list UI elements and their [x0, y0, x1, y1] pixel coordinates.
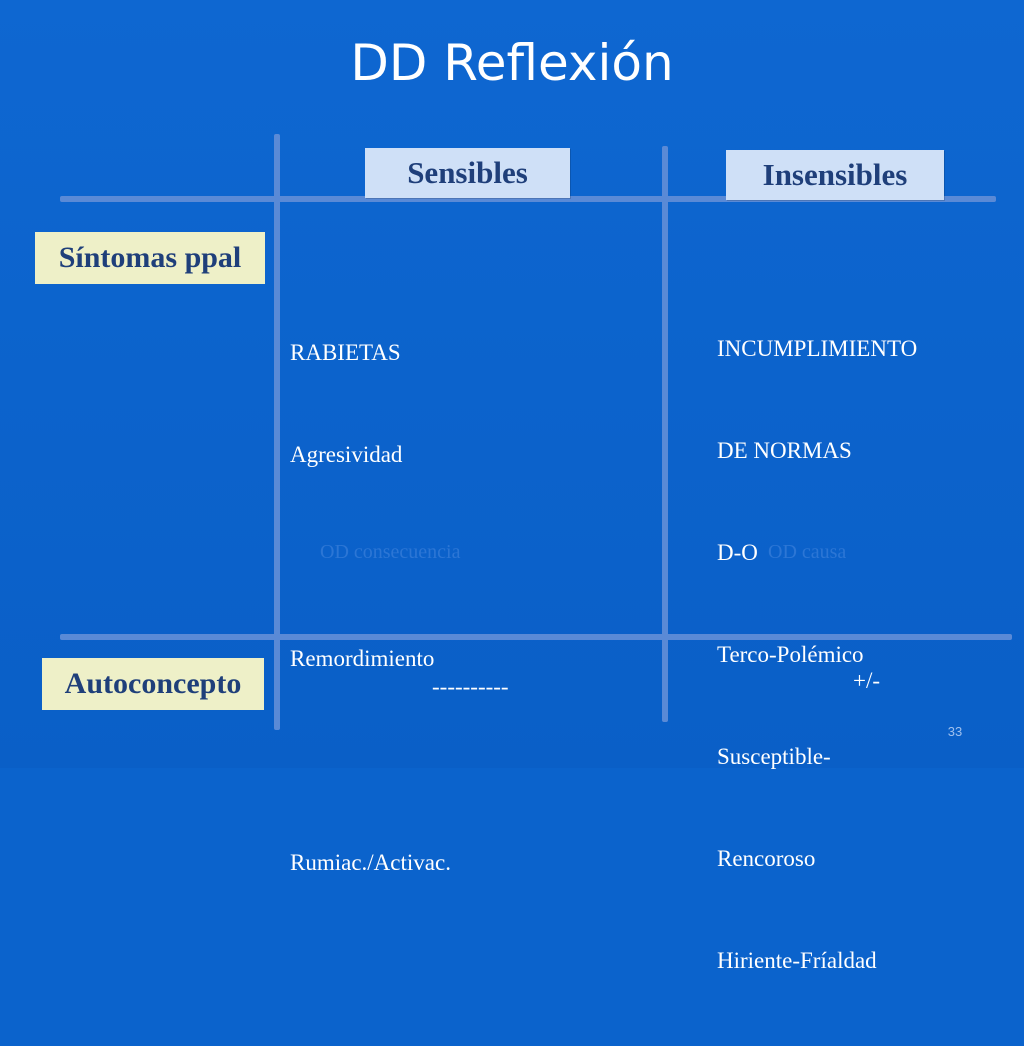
page-number: 33 [947, 724, 963, 739]
note-od-causa: OD causa [768, 541, 847, 563]
grid-vertical-left [274, 134, 280, 730]
autoconcepto-insensibles-value: +/- [853, 668, 881, 693]
row-label-autoconcepto: Autoconcepto [42, 658, 264, 710]
note-od-consecuencia: OD consecuencia [320, 541, 461, 563]
list-item: RABIETAS [290, 340, 401, 365]
list-item: INCUMPLIMIENTO [717, 336, 918, 361]
sintomas-insensibles-list: INCUMPLIMIENTO DE NORMAS D-O Terco-Polém… [717, 264, 917, 1046]
list-item [290, 744, 451, 778]
list-item: Hiriente-Fríaldad [717, 948, 877, 973]
list-item: DE NORMAS [717, 438, 852, 463]
slide-title: DD Reflexión [350, 34, 674, 92]
grid-vertical-middle [662, 146, 668, 722]
list-item: Susceptible- [717, 744, 831, 769]
list-item: Remordimiento [290, 646, 435, 671]
sintomas-sensibles-list: RABIETAS Agresividad Remordimiento Rumia… [290, 268, 451, 948]
slide: DD Reflexión Sensibles Insensibles Sínto… [0, 0, 1024, 973]
list-item: D-O [717, 540, 758, 565]
list-item: Terco-Polémico [717, 642, 864, 667]
column-header-sensibles: Sensibles [365, 148, 570, 198]
autoconcepto-sensibles-value: ---------- [432, 674, 509, 699]
list-item: Rencoroso [717, 846, 816, 871]
list-item: Agresividad [290, 442, 403, 467]
row-label-sintomas: Síntomas ppal [35, 232, 265, 284]
column-header-insensibles: Insensibles [726, 150, 944, 200]
list-item: Rumiac./Activac. [290, 850, 451, 875]
grid-horizontal-bottom [60, 634, 1012, 640]
grid-horizontal-top [60, 196, 996, 202]
